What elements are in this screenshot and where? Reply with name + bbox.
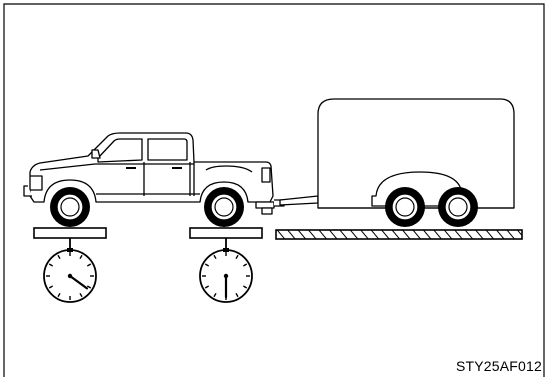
trailer-rear-wheel — [438, 187, 478, 227]
scale-dial-icon — [200, 248, 252, 302]
dial-pivot — [224, 274, 228, 278]
rear-scale-platform — [190, 228, 262, 238]
truck-front-wheel — [50, 187, 90, 227]
ground-platform — [276, 230, 522, 239]
scale-dial-icon — [44, 248, 96, 302]
figure-code: STY25AF012 — [456, 358, 542, 374]
dial-knob — [67, 248, 73, 252]
truck-rear-wheel — [204, 187, 244, 227]
front-scale-platform — [34, 228, 106, 238]
dial-knob — [223, 248, 229, 252]
dial-pivot — [68, 274, 72, 278]
trailer-front-wheel — [385, 187, 425, 227]
